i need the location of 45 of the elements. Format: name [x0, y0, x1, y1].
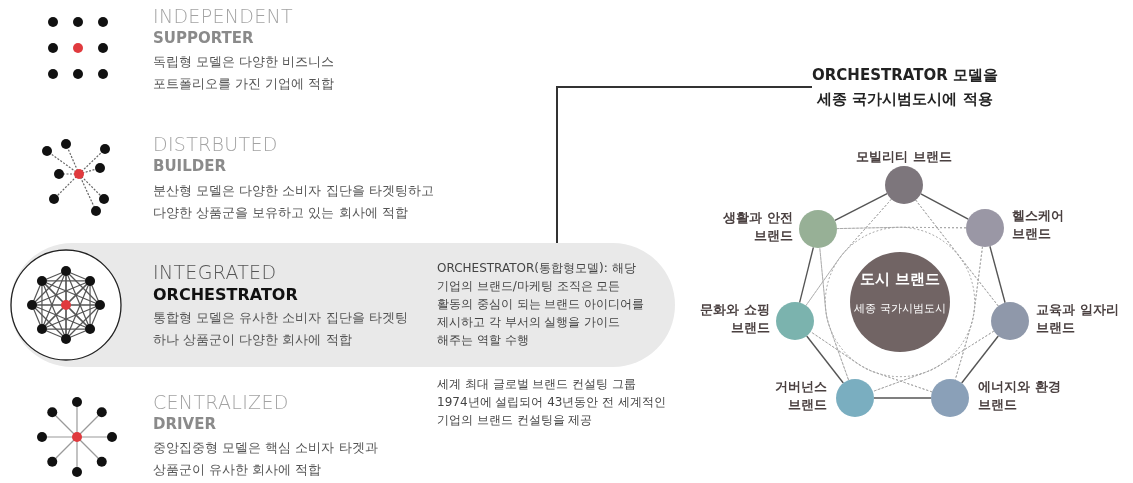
- connector-line: [961, 335, 999, 384]
- dotted-line: [805, 198, 892, 306]
- circle-title: 도시 브랜드: [858, 270, 942, 289]
- brand-circle: [991, 302, 1029, 340]
- dotted-line: [819, 247, 933, 393]
- description: 통합형 모델은 유사한 소비자 집단을 타겟팅 하나 상품군이 다양한 회사에 적합: [153, 309, 409, 349]
- connector-line: [834, 193, 888, 221]
- circle-caption: 교육과 일자리 브랜드: [1036, 301, 1120, 337]
- model-name: CENTRALIZED: [153, 391, 289, 413]
- note: 세계 최대 글로벌 브랜드 컨설팅 그룹 1974년에 설립되어 43년동안 전 세계적인 기업의 브랜드 컨설팅을 제공: [437, 376, 667, 429]
- brand-circle: [836, 379, 874, 417]
- circle-caption: 헬스케어 브랜드: [1012, 207, 1065, 243]
- dotted-line: [836, 226, 999, 307]
- brand-circle: [966, 209, 1004, 247]
- leader-line: [556, 86, 813, 244]
- circle-caption: 모빌리티 브랜드: [855, 148, 953, 166]
- model-subtitle: SUPPORTER: [153, 29, 254, 47]
- connector-line: [798, 246, 815, 304]
- model-name: INDEPENDENT: [153, 5, 293, 27]
- connector-line: [873, 397, 932, 399]
- description: 중앙집중형 모델은 핵심 소비자 타겟과 상품군이 유사한 회사에 적합: [153, 439, 378, 479]
- heading: ORCHESTRATOR 모델을 세종 국가시범도시에 적용: [812, 63, 998, 111]
- dotted-line: [872, 246, 983, 392]
- dotted-line: [810, 330, 995, 378]
- connector-line: [989, 245, 1006, 304]
- model-subtitle: ORCHESTRATOR: [153, 285, 298, 304]
- circle-subtitle: 세종 국가시범도시: [853, 302, 947, 316]
- model-subtitle: BUILDER: [153, 157, 226, 175]
- circle-caption: 생활과 안전 브랜드: [722, 209, 793, 245]
- brand-circle: [885, 166, 923, 204]
- description: 독립형 모델은 다양한 비즈니스 포트폴리오를 가진 기업에 적합: [153, 53, 336, 93]
- brand-circle: [776, 302, 814, 340]
- model-name: INTEGRATED: [153, 261, 277, 283]
- dotted-line: [819, 247, 850, 381]
- model-name: DISTRBUTED: [153, 133, 278, 155]
- description: ORCHESTRATOR(통합형모델): 해당 기업의 브랜드/마케팅 조직은 모든 활동의 중심이 되는 브랜드 아이디어를 제시하고 각 부서의 실행을 가이드 해주는 역할 수행: [437, 260, 646, 349]
- circle-caption: 에너지와 환경 브랜드: [978, 378, 1062, 414]
- connector-line: [806, 335, 844, 384]
- description: 분산형 모델은 다양한 소비자 집단을 타겟팅하고 다양한 상품군을 보유하고 있는 회사에 적합: [153, 182, 435, 222]
- connector-line: [920, 193, 969, 220]
- model-subtitle: DRIVER: [153, 415, 216, 433]
- circle-caption: 거버넌스 브랜드: [774, 378, 827, 414]
- brand-circle: [799, 210, 837, 248]
- circle-caption: 문화와 쇼핑 브랜드: [699, 301, 770, 337]
- brand-circle: [931, 379, 969, 417]
